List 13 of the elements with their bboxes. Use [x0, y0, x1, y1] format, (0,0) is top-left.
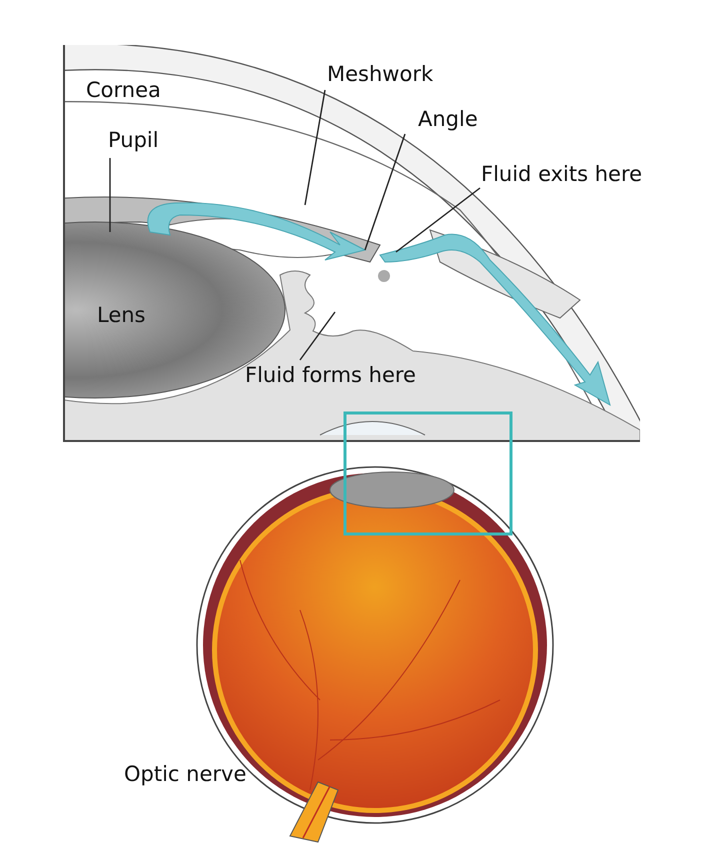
leader-line [109, 158, 111, 232]
callout-label: Angle [418, 107, 478, 132]
leader-line [304, 90, 326, 206]
part-label: Optic nerve [124, 762, 246, 788]
leader-line [299, 312, 336, 360]
part-label: Cornea [86, 78, 161, 104]
callout-label: Meshwork [327, 62, 434, 88]
leader-line [396, 187, 480, 253]
callout-label: Fluid forms here [245, 363, 416, 388]
callout-label: Pupil [108, 128, 159, 154]
part-label: Lens [97, 303, 146, 328]
callout-label: Fluid exits here [481, 162, 642, 188]
leader-line [364, 134, 406, 250]
